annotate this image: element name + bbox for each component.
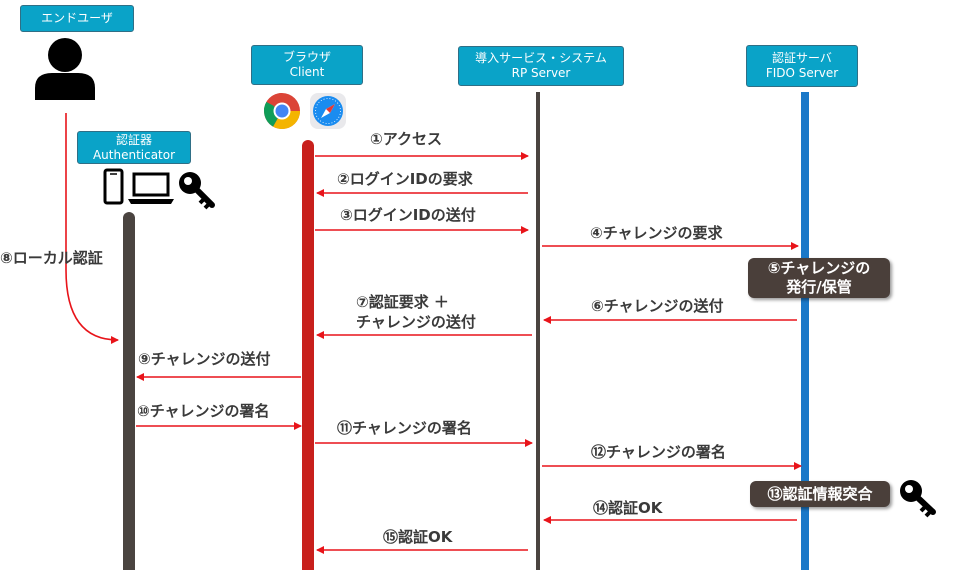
actor-fido-sublabel: FIDO Server	[765, 66, 839, 80]
note-challenge-issue-line2: 発行/保管	[786, 278, 852, 296]
smartphone-icon	[103, 168, 124, 205]
actor-fido-label: 認証サーバ	[772, 51, 832, 65]
authenticator-lifeline	[123, 212, 135, 570]
actor-browser-sublabel: Client	[289, 65, 325, 79]
laptop-icon	[128, 172, 174, 204]
label-auth-request-line2: チャレンジの送付	[356, 313, 476, 331]
actor-browser: ブラウザ Client	[251, 45, 363, 85]
label-challenge-sign-2: ⑪チャレンジの署名	[337, 419, 472, 437]
note-challenge-issue: ⑤チャレンジの 発行/保管	[748, 258, 890, 298]
label-auth-ok-browser: ⑮認証OK	[383, 528, 453, 546]
key-icon	[179, 172, 215, 210]
note-auth-check-label: ⑬認証情報突合	[767, 484, 873, 503]
chrome-icon	[263, 93, 300, 130]
note-challenge-issue-line1: ⑤チャレンジの	[767, 259, 871, 277]
label-access: ①アクセス	[370, 130, 442, 148]
safari-icon	[310, 93, 346, 129]
actor-authenticator-label: 認証器	[115, 132, 152, 147]
label-auth-request: ⑦認証要求 ＋	[356, 293, 449, 311]
label-challenge-send-authenticator: ⑨チャレンジの送付	[138, 350, 271, 368]
label-login-id-send: ③ログインIDの送付	[340, 206, 476, 224]
note-auth-check: ⑬認証情報突合	[750, 481, 890, 507]
label-auth-ok-fido: ⑭認証OK	[593, 499, 663, 517]
key-icon	[900, 480, 936, 518]
actor-rp-label: 導入サービス・システム	[475, 51, 607, 65]
label-challenge-sign-3: ⑫チャレンジの署名	[591, 443, 726, 461]
actor-browser-label: ブラウザ	[282, 50, 331, 64]
actor-authenticator: 認証器 Authenticator	[77, 131, 191, 164]
label-local-auth: ⑧ローカル認証	[0, 249, 103, 267]
actor-end-user-label: エンドユーザ	[41, 11, 113, 25]
label-login-id-request: ②ログインIDの要求	[337, 170, 473, 188]
actor-rp-server: 導入サービス・システム RP Server	[458, 46, 624, 86]
label-challenge-request: ④チャレンジの要求	[590, 224, 723, 242]
browser-lifeline	[302, 140, 314, 570]
label-challenge-sign-1: ⑩チャレンジの署名	[137, 402, 270, 420]
label-challenge-send-fido: ⑥チャレンジの送付	[591, 297, 724, 315]
actor-rp-sublabel: RP Server	[511, 66, 571, 80]
arrow-local-auth	[65, 113, 119, 344]
actor-authenticator-sublabel: Authenticator	[92, 147, 176, 162]
actor-fido-server: 認証サーバ FIDO Server	[746, 45, 858, 87]
actor-end-user: エンドユーザ	[20, 5, 134, 32]
person-icon	[35, 38, 95, 100]
